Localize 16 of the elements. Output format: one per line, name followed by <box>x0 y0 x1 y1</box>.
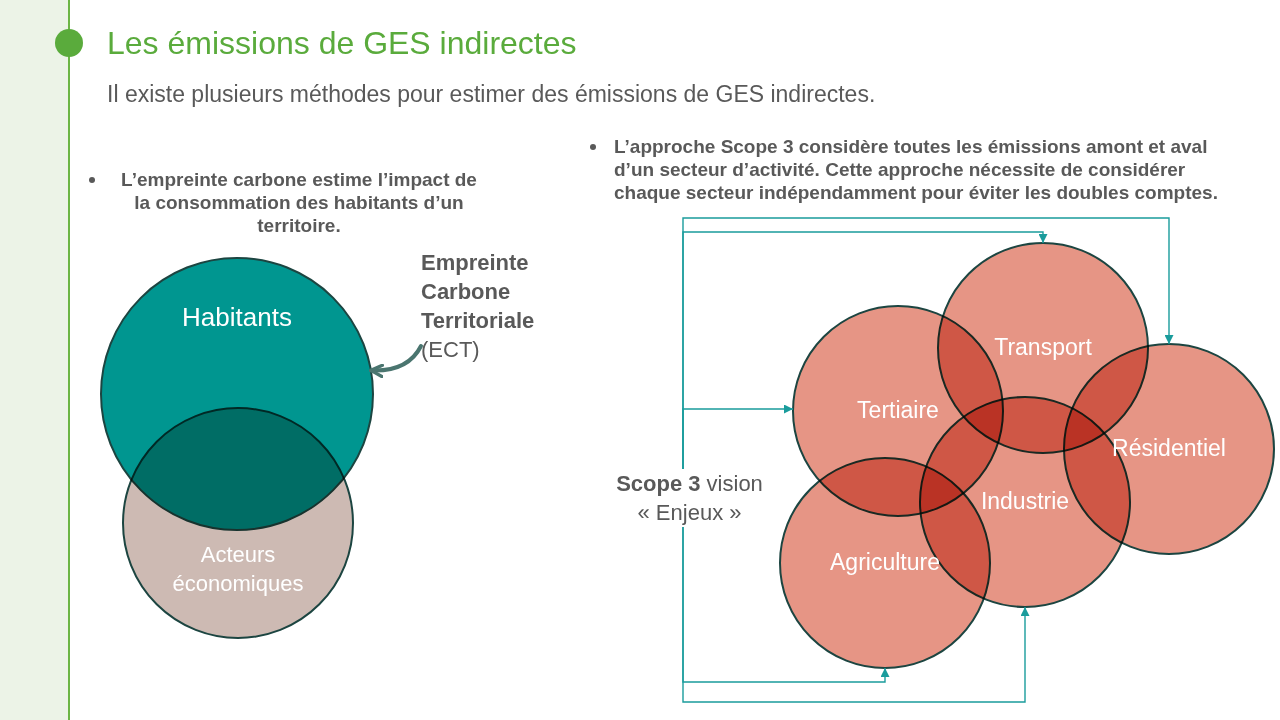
arrow <box>682 526 890 683</box>
callout-text: Scope 3 vision « Enjeux » <box>615 470 764 527</box>
circle-label: Transport <box>994 333 1092 363</box>
circle-label: Tertiaire <box>857 396 939 426</box>
circle-label: Agriculture <box>830 548 940 578</box>
circle-label: Acteurs économiques <box>171 541 305 598</box>
arrow <box>682 404 794 470</box>
bullet-text: L’empreinte carbone estime l’impact de la consommation des habitants d’un territoire. <box>120 168 478 237</box>
circle-label: Résidentiel <box>1112 434 1226 464</box>
bullet-text: L’approche Scope 3 considère toutes les émissions amont et aval d’un secteur d’activité. Cette approche nécessite de considérer chaque secteur indépendamment pour éviter les doubles comptes. <box>614 135 1219 204</box>
callout-text: Empreinte Carbone Territoriale (ECT) <box>421 249 536 364</box>
circle-label: Industrie <box>980 487 1070 517</box>
curved-arrow <box>368 344 423 378</box>
circle-label: Habitants <box>182 301 292 335</box>
slide-title: Les émissions de GES indirectes <box>107 24 577 63</box>
subtitle-text: Il existe plusieurs méthodes pour estimer des émissions de GES indirectes. <box>107 80 877 108</box>
